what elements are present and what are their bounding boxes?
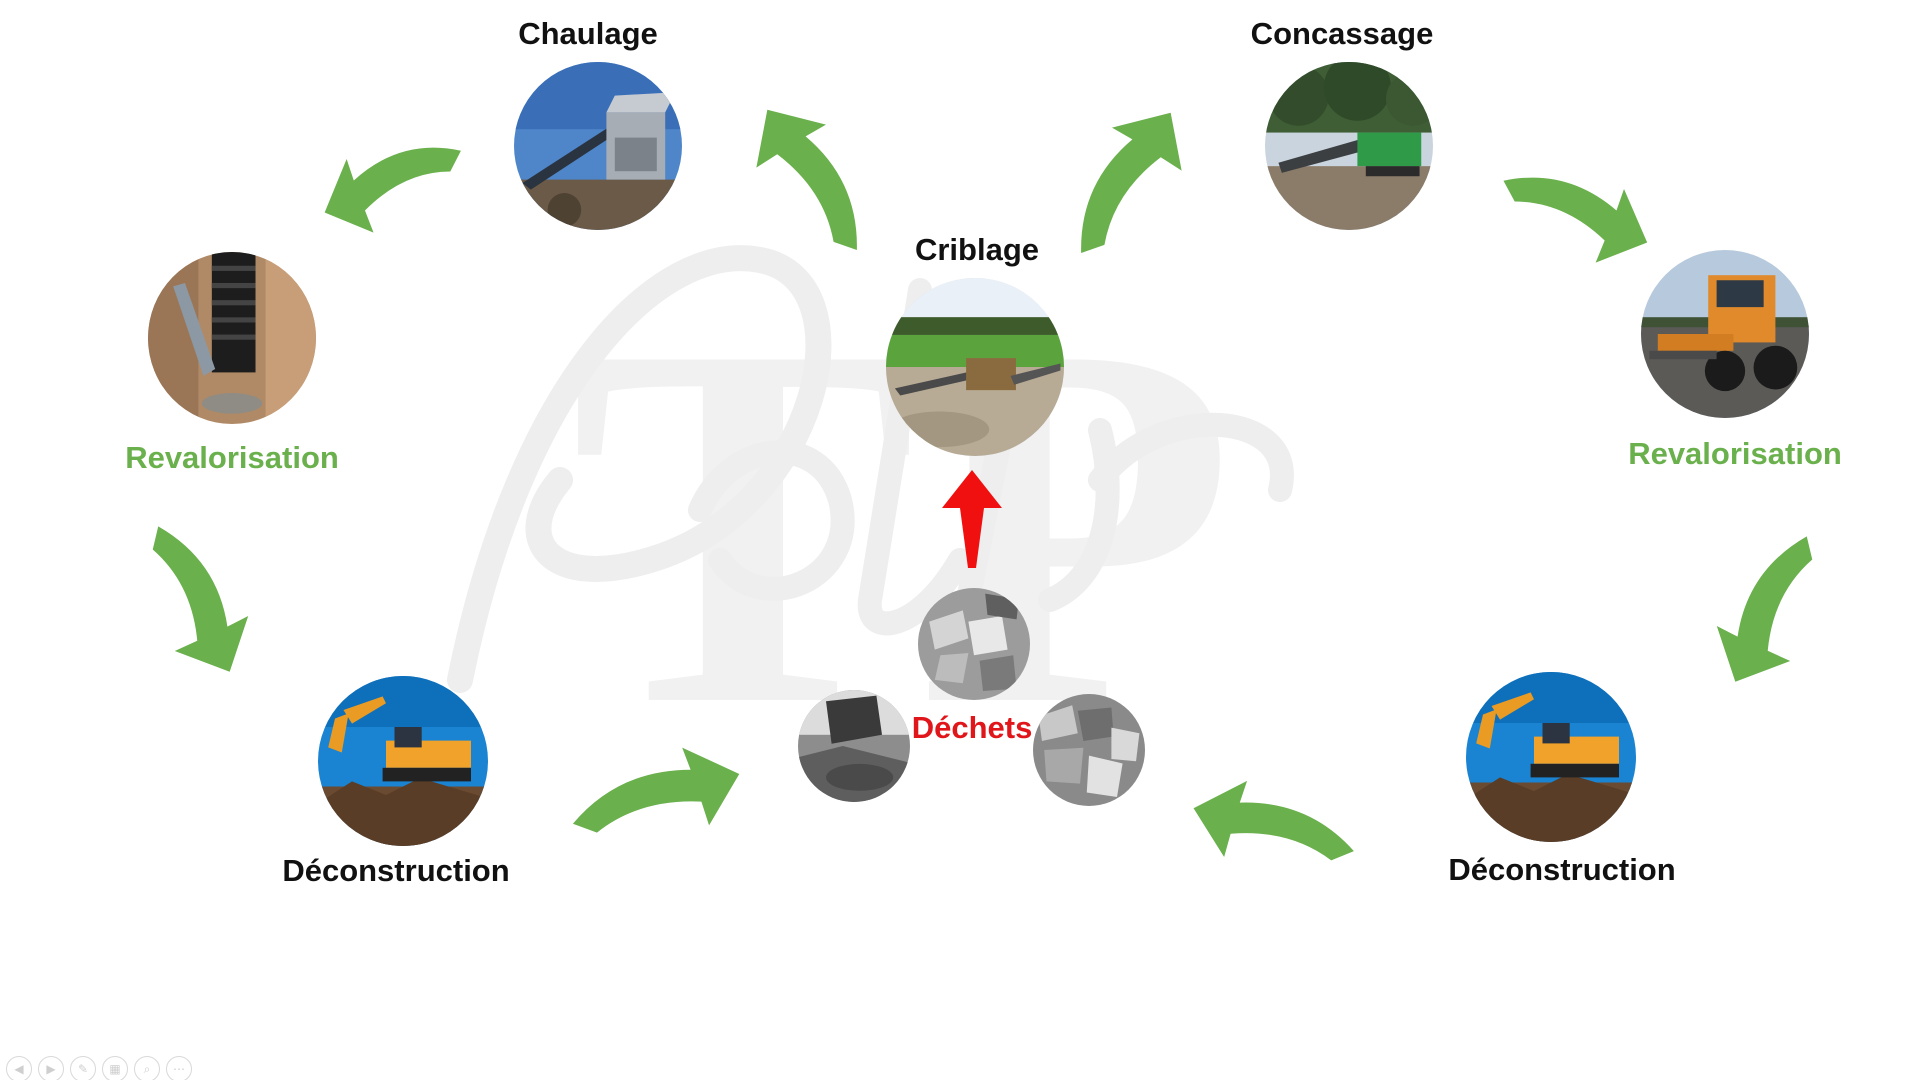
next-icon[interactable]: ▶ bbox=[38, 1056, 64, 1080]
photo-chaulage bbox=[514, 62, 682, 230]
curved-arrow-icon bbox=[311, 118, 475, 248]
label-chaulage: Chaulage bbox=[518, 16, 658, 51]
svg-text:TP: TP bbox=[570, 238, 1234, 740]
curved-arrow-icon bbox=[734, 88, 888, 273]
label-dechets: Déchets bbox=[911, 710, 1033, 745]
photo-deconstruction-left bbox=[318, 676, 488, 846]
curved-arrow-icon bbox=[1488, 148, 1662, 278]
photo-revalorisation-left bbox=[148, 252, 316, 424]
photo-deconstruction-right bbox=[1466, 672, 1636, 842]
photo-concassage bbox=[1265, 62, 1433, 230]
red-up-arrow-icon bbox=[942, 470, 1002, 568]
slides-icon[interactable]: ▦ bbox=[102, 1056, 128, 1080]
label-deconstruction-left: Déconstruction bbox=[282, 853, 510, 888]
curved-arrow-icon bbox=[117, 510, 269, 690]
label-concassage: Concassage bbox=[1250, 16, 1434, 51]
curved-arrow-icon bbox=[560, 733, 754, 867]
label-revalorisation-right: Revalorisation bbox=[1628, 436, 1842, 471]
zoom-icon[interactable]: ⌕ bbox=[134, 1056, 160, 1080]
label-criblage: Criblage bbox=[914, 232, 1040, 267]
previous-icon[interactable]: ◀ bbox=[6, 1056, 32, 1080]
curved-arrow-icon bbox=[1696, 520, 1848, 700]
photo-criblage bbox=[886, 278, 1064, 456]
label-deconstruction-right: Déconstruction bbox=[1448, 852, 1676, 887]
photo-dechets-right bbox=[1033, 694, 1145, 806]
more-icon[interactable]: ⋯ bbox=[166, 1056, 192, 1080]
pen-icon[interactable]: ✎ bbox=[70, 1056, 96, 1080]
photo-dechets-left bbox=[798, 690, 910, 802]
photo-dechets-top bbox=[918, 588, 1030, 700]
slideshow-toolbar: ◀ ▶ ✎ ▦ ⌕ ⋯ bbox=[6, 1056, 192, 1080]
curved-arrow-icon bbox=[1181, 768, 1365, 894]
curved-arrow-icon bbox=[1050, 91, 1204, 276]
label-revalorisation-left: Revalorisation bbox=[125, 440, 339, 475]
photo-revalorisation-right bbox=[1641, 250, 1809, 418]
